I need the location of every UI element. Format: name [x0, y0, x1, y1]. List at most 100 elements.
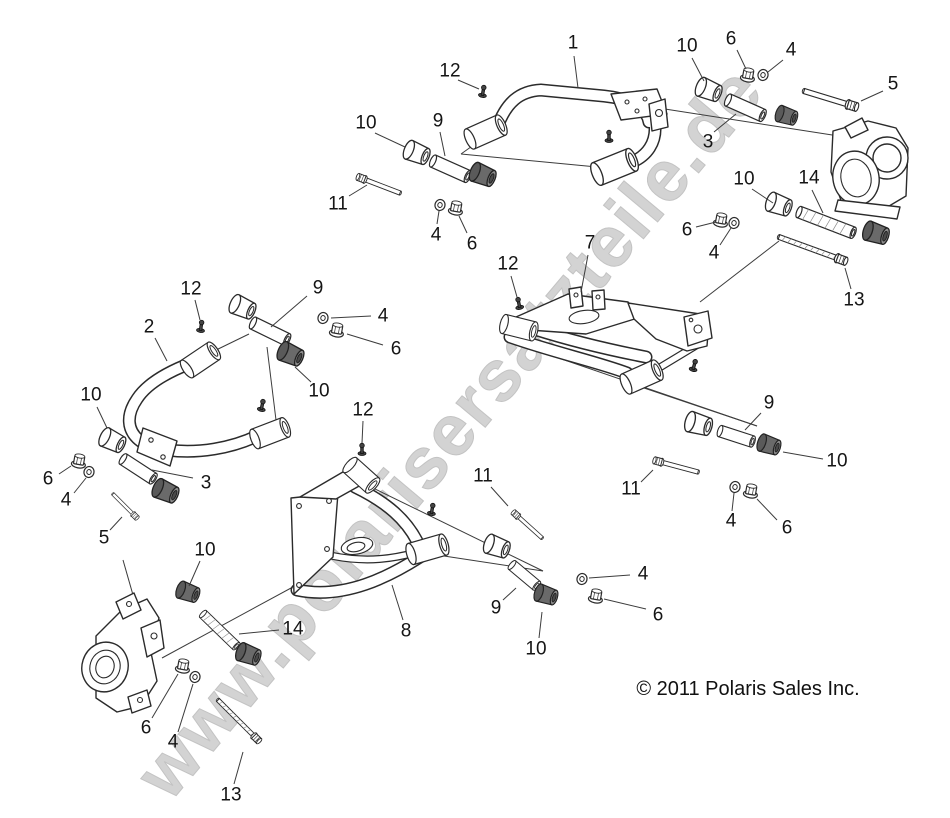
callout-5: 5 — [888, 74, 899, 95]
callout-2: 2 — [144, 317, 155, 338]
leader-line-9 — [270, 295, 308, 328]
leader-line-10 — [691, 57, 705, 82]
bushing-dark-icon — [772, 103, 801, 128]
bearing-carrier-right — [830, 117, 909, 220]
callout-10: 10 — [355, 113, 376, 134]
leader-line-10 — [782, 451, 824, 460]
callout-5: 5 — [99, 528, 110, 549]
callout-6: 6 — [726, 29, 737, 50]
bushing-dark-icon — [273, 339, 308, 370]
leader-line-10 — [96, 406, 108, 429]
leader-line-6 — [151, 673, 179, 719]
bolt-icon — [109, 490, 141, 522]
leader-line-4 — [330, 315, 372, 319]
callout-6: 6 — [141, 718, 152, 739]
leader-line-6 — [346, 333, 384, 346]
callout-4: 4 — [61, 490, 72, 511]
bushing-dark-icon — [859, 219, 893, 248]
part-7-lower-control-arm-right — [497, 286, 713, 397]
bushing-dark-icon — [754, 432, 784, 458]
callout-9: 9 — [433, 111, 444, 132]
washer-icon — [575, 571, 589, 587]
grease-fitting-icon — [357, 442, 367, 456]
nut-icon — [587, 587, 605, 605]
callout-7: 7 — [585, 233, 596, 254]
grease-fitting-icon — [477, 84, 489, 99]
leader-line-8 — [391, 584, 404, 621]
bearing-carrier-left — [81, 592, 165, 714]
leader-line-9 — [744, 412, 762, 431]
part-8-lower-control-arm-left — [290, 454, 452, 594]
callout-4: 4 — [378, 306, 389, 327]
spacer-tube-icon — [715, 424, 758, 449]
spacer-tube-icon — [427, 153, 474, 185]
bushing-icon — [95, 425, 130, 456]
leader-line-12 — [194, 299, 201, 321]
long-bolt-icon — [775, 231, 850, 268]
nut-icon — [739, 66, 757, 84]
callout-4: 4 — [168, 732, 179, 753]
leader-line-13 — [844, 267, 852, 290]
callout-12: 12 — [180, 279, 201, 300]
sleeve-bushing-housing — [177, 339, 294, 451]
bolt-icon — [800, 85, 861, 113]
callout-10: 10 — [194, 540, 215, 561]
leader-line-3 — [713, 113, 737, 133]
callout-10: 10 — [826, 451, 847, 472]
bushing-icon — [762, 190, 796, 220]
leader-line-10 — [374, 132, 406, 148]
leader-line-11 — [348, 184, 368, 197]
callout-6: 6 — [43, 469, 54, 490]
callout-11: 11 — [328, 194, 348, 215]
part-2-upper-control-arm-left — [129, 339, 294, 467]
callout-10: 10 — [676, 36, 697, 57]
callout-14: 14 — [798, 168, 820, 189]
leader-line-13 — [233, 751, 244, 785]
leader-line-10 — [294, 366, 312, 383]
callout-13: 13 — [843, 290, 864, 311]
nut-icon — [742, 482, 760, 500]
leader-line-4 — [588, 574, 631, 579]
leader-line-4 — [767, 59, 784, 73]
bolt-icon — [509, 508, 546, 542]
callout-10: 10 — [80, 385, 101, 406]
nut-icon — [328, 321, 346, 339]
leader-line-11 — [490, 486, 509, 507]
callout-9: 9 — [764, 393, 775, 414]
nut-icon — [70, 452, 88, 470]
bushing-dark-icon — [466, 160, 500, 190]
leader-line-10 — [188, 560, 201, 587]
leader-line-5 — [109, 516, 123, 531]
part-1-upper-control-arm-right — [461, 89, 669, 188]
callout-9: 9 — [313, 278, 324, 299]
washer-icon — [316, 310, 330, 326]
washer-icon — [728, 479, 742, 495]
leader-line-3 — [151, 469, 194, 479]
leader-line-12 — [457, 79, 480, 90]
leader-line-6 — [458, 215, 468, 234]
leader-line-10 — [538, 611, 543, 639]
grease-fitting-icon — [195, 319, 207, 334]
callout-9: 9 — [491, 598, 502, 619]
nut-icon — [447, 199, 465, 217]
callout-1: 1 — [568, 33, 579, 54]
callout-8: 8 — [401, 621, 412, 642]
nut-icon — [712, 211, 730, 229]
callout-4: 4 — [638, 564, 649, 585]
washer-icon — [727, 215, 741, 231]
washer-icon — [756, 67, 770, 83]
callout-14: 14 — [282, 619, 304, 640]
leader-line-12 — [361, 420, 364, 444]
leader-line-6 — [736, 49, 747, 70]
grease-fitting-icon — [256, 398, 268, 413]
leader-line-10 — [751, 188, 774, 204]
callout-4: 4 — [786, 40, 797, 61]
callout-6: 6 — [653, 605, 664, 626]
bushing-icon — [681, 409, 716, 439]
copyright-text: © 2011 Polaris Sales Inc. — [636, 678, 859, 700]
leader-line-1 — [573, 55, 579, 89]
leader-line-2 — [154, 337, 168, 362]
washer-icon — [433, 197, 447, 213]
